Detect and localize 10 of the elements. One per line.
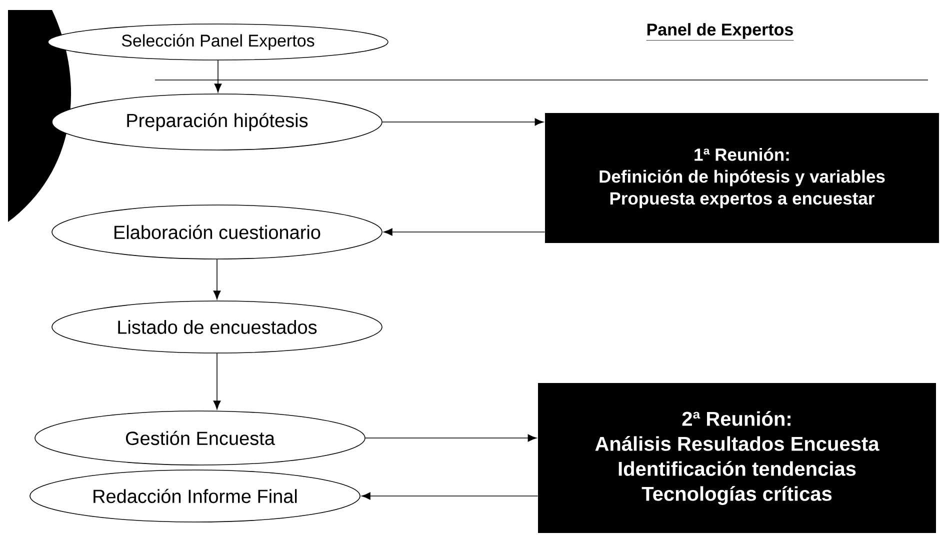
arrow: [384, 228, 546, 236]
arrow: [365, 434, 537, 442]
arrow: [362, 492, 538, 500]
meeting-box: 1ª Reunión: Definición de hipótesis y variables Propuesta expertos a encuestar: [545, 113, 939, 243]
meeting-box: 2ª Reunión: Análisis Resultados Encuesta Identificación tendencias Tecnologías críticas: [538, 383, 936, 533]
arrow: [214, 60, 222, 92]
arrow: [213, 353, 221, 410]
title: Panel de Expertos: [646, 23, 794, 41]
arrow: [213, 259, 221, 300]
arrow: [382, 118, 544, 126]
